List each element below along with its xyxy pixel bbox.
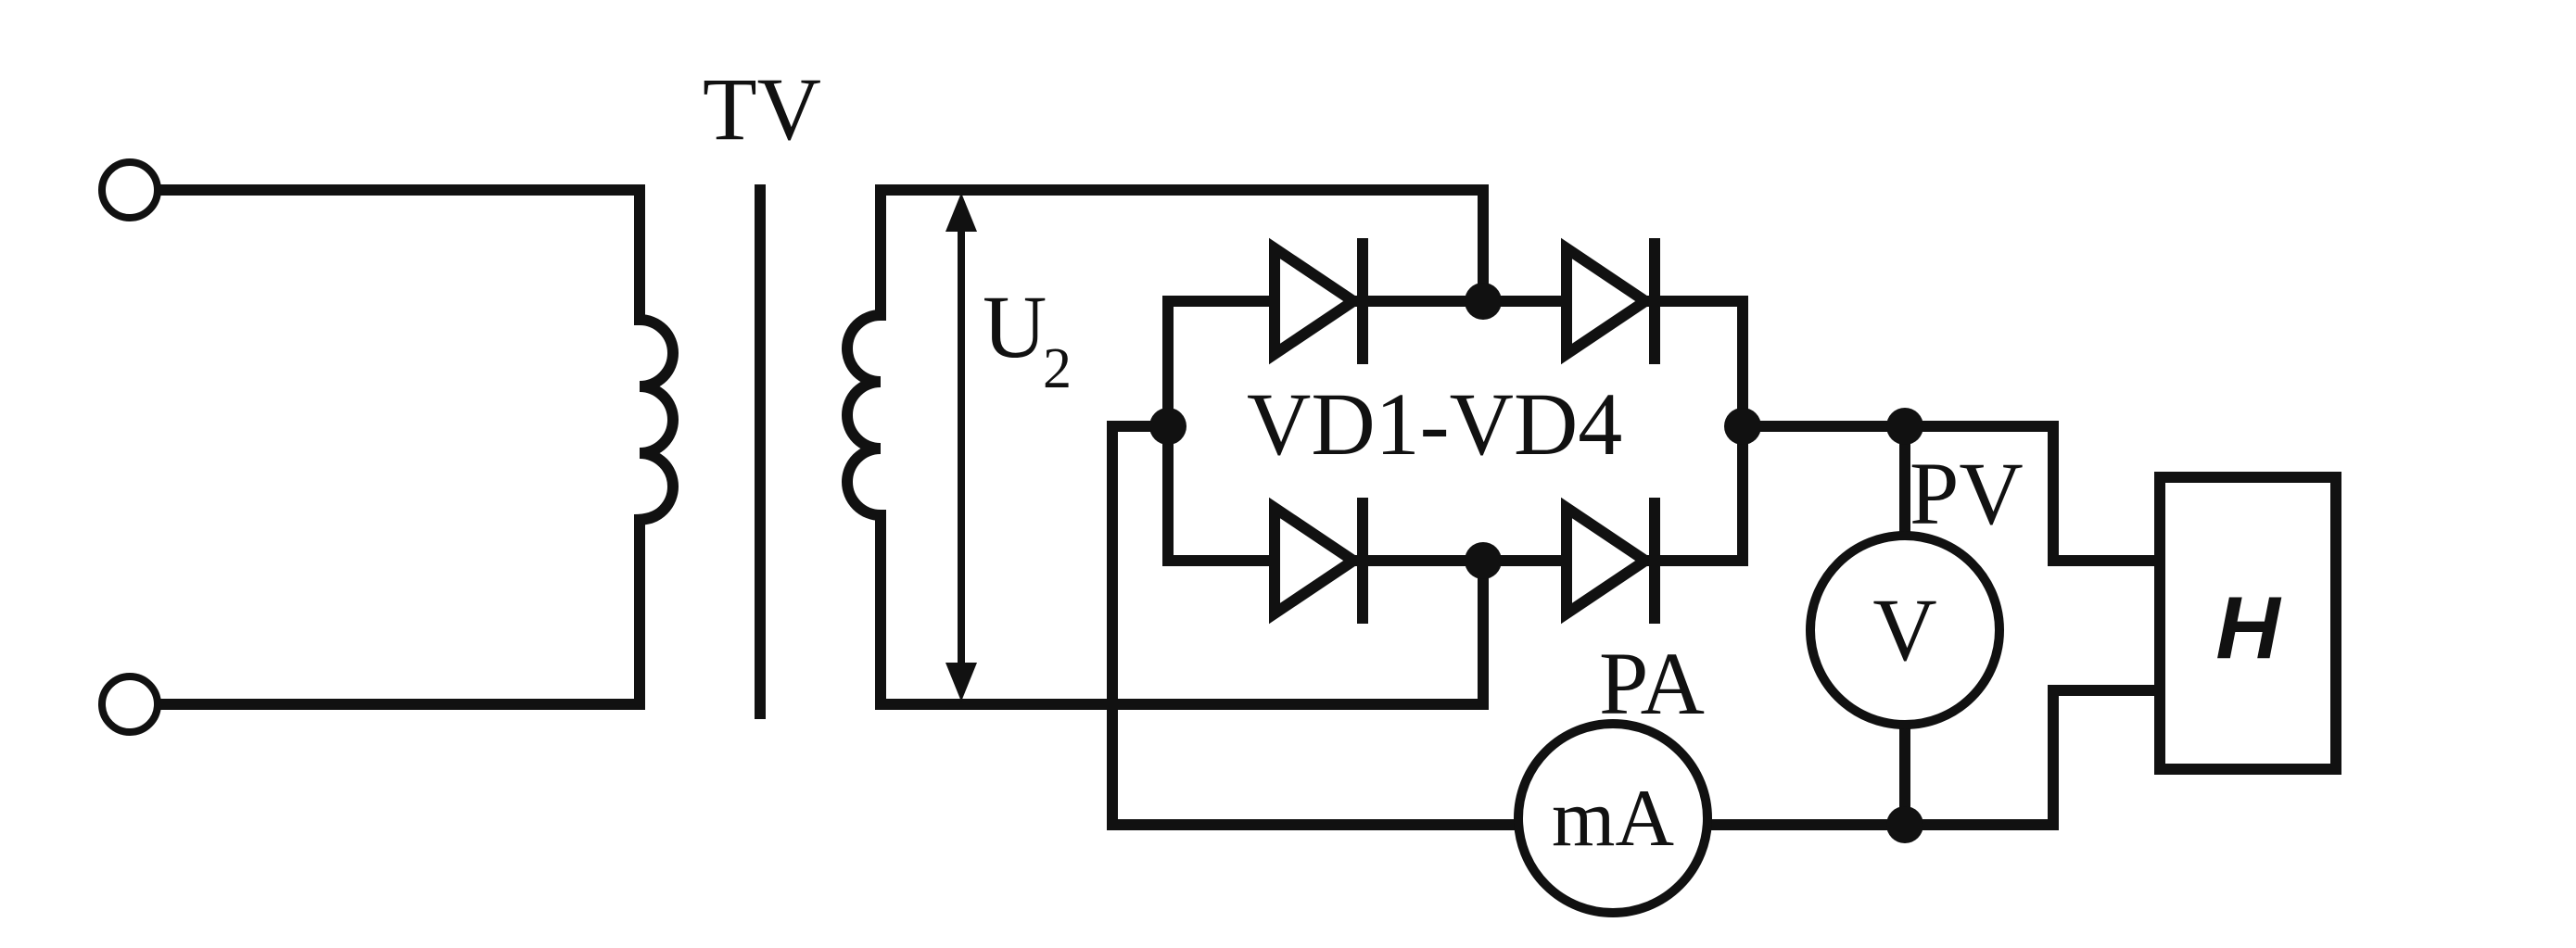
ammeter-ref-label: PA (1599, 634, 1705, 733)
junction-voltmeter-bottom (1886, 806, 1923, 843)
diodes-label: VD1-VD4 (1247, 374, 1622, 474)
load-label: Н (2215, 578, 2281, 677)
ammeter: mA (1514, 719, 1712, 917)
voltmeter: V (1806, 531, 2004, 729)
diode-top-right (1561, 237, 1660, 365)
primary-winding (154, 184, 679, 710)
ammeter-symbol: mA (1552, 774, 1674, 864)
junction-bottom-mid (1465, 542, 1502, 579)
ammeter-circle (1514, 719, 1712, 917)
load: Н (2154, 472, 2341, 775)
diode-bottom-left (1269, 497, 1368, 625)
voltmeter-circle (1806, 531, 2004, 729)
input-terminal-bottom (98, 673, 161, 736)
input-terminal-top (98, 158, 161, 221)
u2-subscript: 2 (1043, 337, 1072, 400)
secondary-winding (842, 184, 1489, 710)
u2-label: U (983, 277, 1047, 376)
diode-bridge (1149, 237, 1761, 625)
voltmeter-ref-label: PV (1910, 444, 2024, 543)
junction-voltmeter-top (1886, 408, 1923, 445)
voltmeter-symbol: V (1872, 580, 1936, 679)
u2-voltage-arrow (945, 193, 977, 702)
input-terminals (98, 158, 161, 736)
diode-bottom-right (1561, 497, 1660, 625)
load-box (2154, 472, 2341, 775)
junction-top-mid (1465, 283, 1502, 320)
diode-top-left (1269, 237, 1368, 365)
transformer-label: TV (703, 59, 821, 158)
